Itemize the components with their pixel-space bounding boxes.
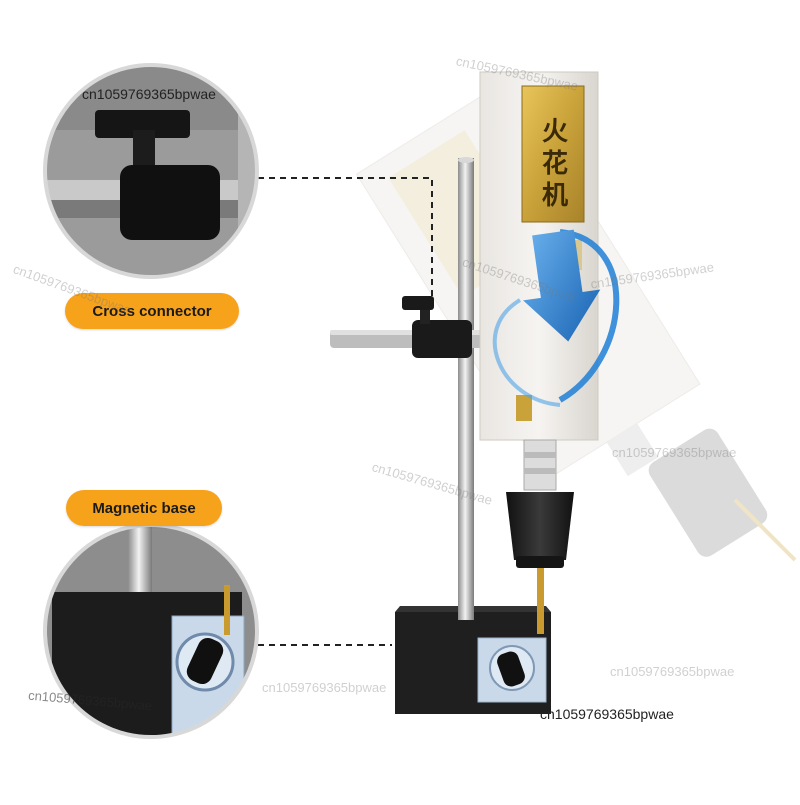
vertical-rod — [458, 158, 474, 620]
cross-connector-label: Cross connector — [65, 293, 239, 329]
callout-lines — [258, 177, 433, 646]
plate-title-char-3: 机 — [542, 181, 568, 211]
plate-title-char-2: 花 — [542, 149, 568, 179]
drill-chuck — [506, 439, 574, 634]
magnetic-base-label: Magnetic base — [66, 490, 222, 526]
magnetic-base-detail — [43, 523, 259, 739]
cross-connector-assembly — [330, 296, 495, 358]
spark-machine-body — [479, 71, 599, 441]
magnetic-base — [395, 606, 551, 714]
cross-connector-detail — [43, 63, 259, 279]
rotation-arrow-icon — [492, 229, 620, 407]
plate-title-char-1: 火 — [542, 117, 568, 147]
